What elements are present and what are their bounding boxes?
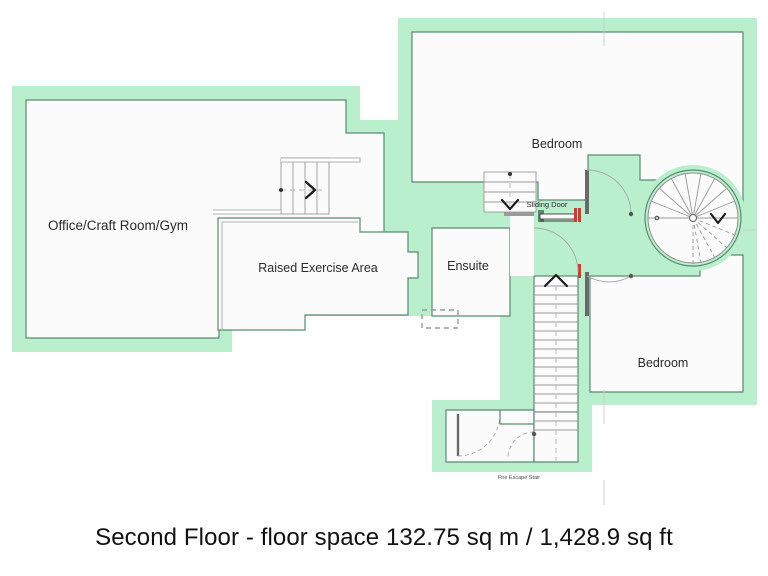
- room-interiors: [25, 31, 744, 463]
- sliding-door: [538, 208, 577, 222]
- room-bedroom-bottom: [589, 254, 744, 393]
- ensuite-fixture-recess: [421, 309, 459, 329]
- room-label-office-craft-gym: Office/Craft Room/Gym: [48, 218, 188, 233]
- room-ensuite: [431, 227, 511, 317]
- spiral-stair-newel-post: [688, 213, 698, 223]
- stair-lobby: [510, 214, 534, 276]
- fire-escape-partition: [499, 410, 534, 425]
- lobby-step-origin-dot: [508, 172, 512, 176]
- fire-escape-turn-arc: [507, 431, 535, 459]
- raised-step-origin-dot: [279, 188, 283, 192]
- plan-text-labels: Office/Craft Room/Gym Raised Exercise Ar…: [48, 137, 688, 481]
- plan-title-bar: Second Floor - floor space 132.75 sq m /…: [0, 512, 768, 576]
- fire-escape-door-swing-arc: [457, 413, 501, 457]
- bedroom-bottom-door-marker-red: [578, 264, 581, 278]
- room-raised-exercise-area: [217, 217, 419, 331]
- room-label-bedroom-top: Bedroom: [532, 137, 583, 151]
- dimension-ticks: [603, 12, 757, 505]
- room-label-raised-exercise-area: Raised Exercise Area: [258, 261, 378, 275]
- sliding-door-marker-red: [574, 208, 577, 222]
- stair-lobby-door-swing-arc: [533, 227, 579, 273]
- bedroom-top-door-hinge: [628, 211, 634, 217]
- lobby-step-direction-chevron-down-icon: [500, 198, 520, 211]
- raised-step-treads: [292, 158, 318, 214]
- fire-escape-stair-detail: [456, 402, 578, 462]
- spiral-stair-outline: [644, 169, 742, 267]
- page-title: Second Floor - floor space 132.75 sq m /…: [95, 524, 673, 551]
- room-label-ensuite: Ensuite: [447, 259, 489, 273]
- main-stair: [534, 273, 578, 412]
- annotation-label-sliding-door: Sliding Door: [527, 200, 568, 209]
- raised-step-direction-chevron-right-icon: [304, 180, 317, 200]
- floor-plan-drawing: Office/Craft Room/Gym Raised Exercise Ar…: [12, 12, 757, 505]
- floor-plan-canvas: Office/Craft Room/Gym Raised Exercise Ar…: [12, 12, 757, 505]
- lobby-threshold: [504, 212, 534, 216]
- room-label-bedroom-bottom: Bedroom: [638, 356, 689, 370]
- bedroom-bottom-door-swing-arc: [586, 275, 632, 283]
- annotation-label-fire-escape-stair: Fire Escape Stair: [498, 475, 540, 481]
- bedroom-top-door-leaf: [585, 170, 589, 214]
- ensuite-lobby-step: [483, 171, 537, 216]
- spiral-stair-direction-chevron-down-icon: [709, 212, 727, 225]
- spiral-stair-origin-dot: [654, 215, 660, 221]
- fire-escape-pivot-dot: [531, 431, 537, 437]
- bedroom-top-door-marker-red: [578, 208, 581, 222]
- main-stair-direction-chevron-up-icon: [543, 273, 569, 288]
- bedroom-top-door-swing-arc: [586, 169, 632, 215]
- raised-area-step: [213, 157, 361, 215]
- bedroom-bottom-door-hinge: [628, 273, 634, 279]
- fire-escape-stair-run: [533, 411, 579, 463]
- raised-step-upper-rail: [281, 157, 361, 163]
- raised-step-lower-rail: [213, 209, 282, 215]
- spiral-stair-treads-dashed: [692, 217, 736, 264]
- sliding-door-leaf: [539, 213, 577, 220]
- bedroom-bottom-door-leaf: [585, 272, 589, 316]
- bedroom-doors: [533, 169, 634, 316]
- spiral-stair: [640, 165, 746, 271]
